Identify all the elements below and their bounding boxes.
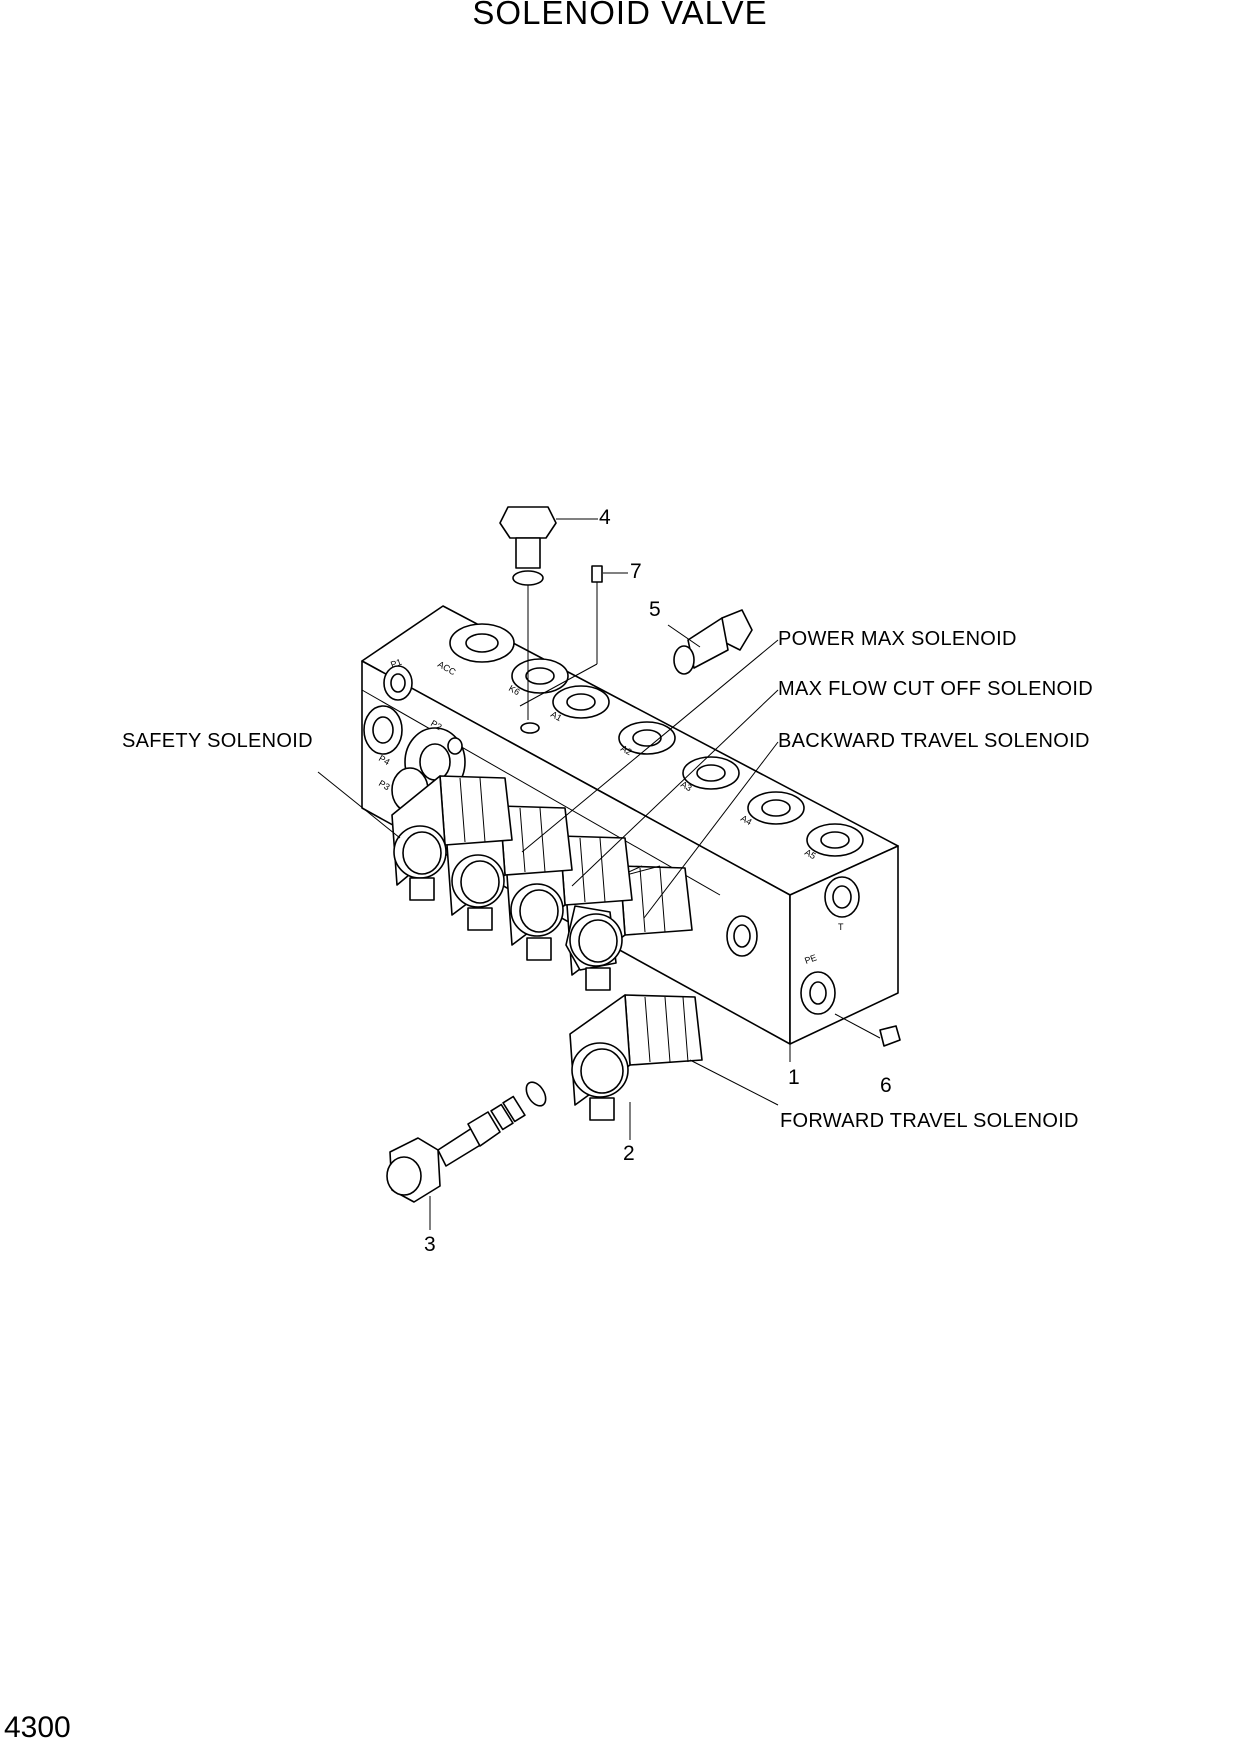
cartridge-valve-part-3 [386, 1081, 547, 1203]
svg-text:P2: P2 [429, 718, 444, 732]
top-ports [449, 623, 864, 857]
plug-bolt-part-4 [499, 506, 557, 720]
solenoid-coil-1 [391, 775, 513, 901]
page-number: 4300 [4, 1711, 71, 1744]
solenoid-coil-forward [569, 994, 703, 1121]
part-number-2: 2 [623, 1142, 635, 1165]
part-number-5: 5 [649, 598, 661, 621]
part-number-6: 6 [880, 1074, 892, 1097]
callout-safety-solenoid: SAFETY SOLENOID [122, 730, 313, 752]
callout-forward-travel-solenoid: FORWARD TRAVEL SOLENOID [780, 1110, 1079, 1132]
part-number-1: 1 [788, 1066, 800, 1089]
part-number-3: 3 [424, 1233, 436, 1256]
svg-text:P3: P3 [377, 778, 392, 792]
svg-text:A4: A4 [739, 813, 754, 827]
part-number-7: 7 [630, 560, 642, 583]
leader-lines [317, 518, 881, 1230]
svg-text:K6: K6 [507, 683, 522, 697]
svg-text:P4: P4 [377, 753, 392, 767]
page-title: SOLENOID VALVE [472, 0, 768, 31]
svg-text:T: T [838, 922, 844, 932]
svg-text:P1: P1 [389, 657, 403, 670]
svg-text:A2: A2 [619, 743, 634, 757]
small-plug-part-7 [519, 565, 603, 707]
callout-backward-travel-solenoid: BACKWARD TRAVEL SOLENOID [778, 730, 1090, 752]
svg-text:A5: A5 [803, 847, 818, 861]
part-number-4: 4 [599, 506, 611, 529]
callout-max-flow-cut-off-solenoid: MAX FLOW CUT OFF SOLENOID [778, 678, 1093, 700]
svg-text:A3: A3 [679, 779, 694, 793]
svg-text:A1: A1 [549, 709, 564, 723]
fitting-part-5 [673, 609, 753, 675]
small-plug-part-6 [879, 1025, 901, 1047]
svg-text:PE: PE [803, 952, 818, 966]
callout-power-max-solenoid: POWER MAX SOLENOID [778, 628, 1017, 650]
